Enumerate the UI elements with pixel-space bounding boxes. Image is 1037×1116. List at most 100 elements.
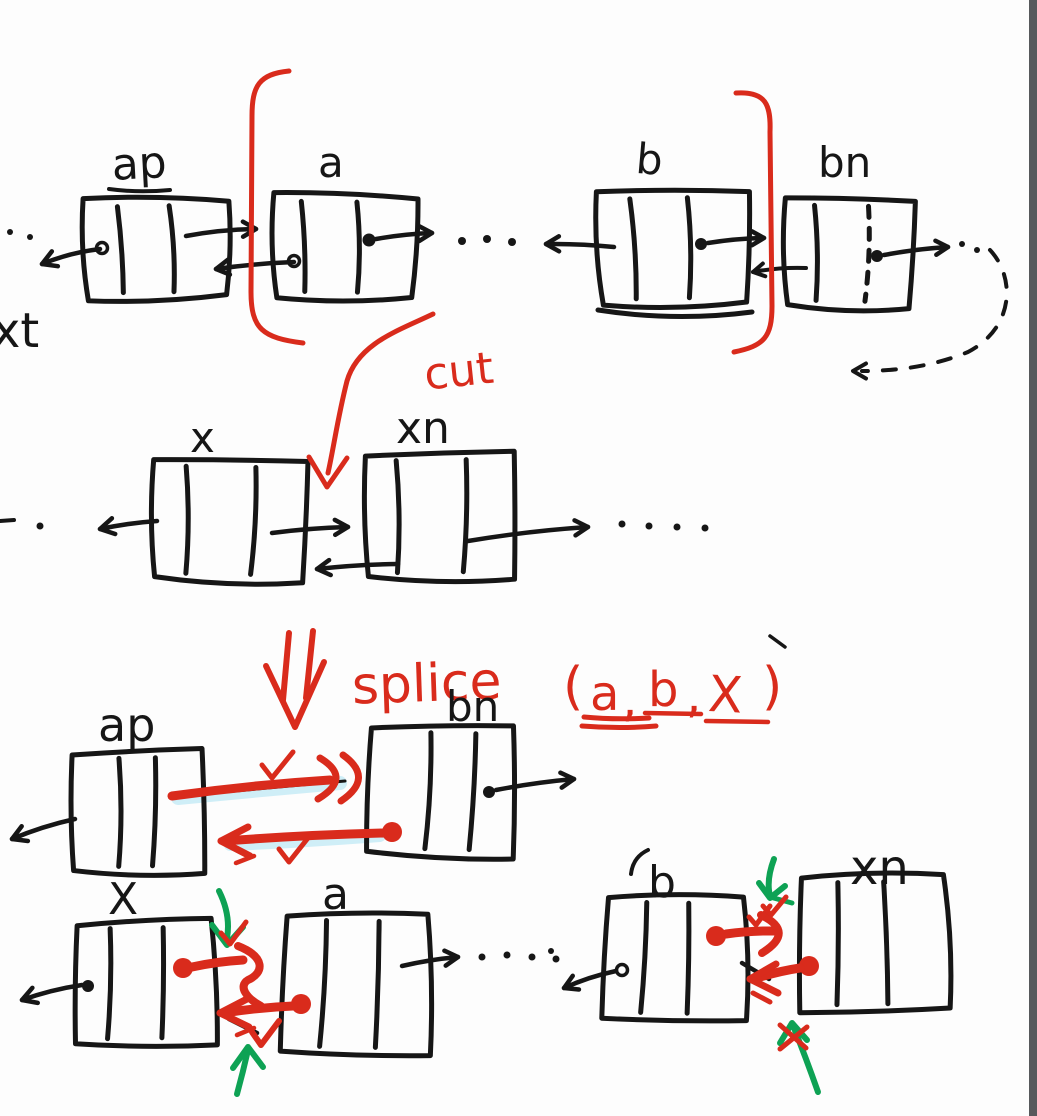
green-down-hook-arrow	[765, 856, 777, 899]
red-bracket-left	[248, 68, 306, 346]
arg-b-underline	[642, 710, 704, 717]
circular-wrap-arrow-head	[851, 361, 868, 381]
node-b-top-stroke	[684, 195, 694, 301]
b-node-bottom-stroke	[595, 307, 755, 320]
node-a-result-stroke	[317, 917, 330, 1049]
node-b-result-stroke	[684, 900, 692, 1016]
label-ap-result: ap	[98, 698, 155, 752]
node-bn-result-stroke	[466, 731, 479, 853]
new-x-next-origin	[173, 958, 193, 978]
ellipsis-dot	[673, 523, 681, 531]
label-xn-result: xn	[850, 840, 909, 896]
label-splice-comma2: ,	[686, 668, 701, 724]
node-xn-result-stroke	[834, 880, 841, 1008]
red-x-mark	[777, 1024, 810, 1052]
window-edge-bar	[1029, 0, 1037, 1116]
node-ap-result-stroke	[116, 755, 124, 869]
node-x-result-stroke	[105, 926, 114, 1042]
node-x-result-stroke	[72, 915, 220, 1049]
node-x-mid	[148, 457, 311, 587]
label-x-result: X	[108, 874, 138, 925]
node-a-top	[269, 190, 421, 304]
result-bn-next-origin	[483, 786, 495, 798]
node-ap-top-stroke	[79, 194, 233, 304]
node-xn-mid	[361, 448, 518, 585]
new-xn-prev-arrow-head	[746, 975, 782, 997]
new-a-prev-arrow-head	[216, 1009, 253, 1031]
circular-wrap-dashed-arrow	[860, 248, 1009, 373]
node-ap-result	[68, 746, 208, 878]
label-splice-paren-close: )	[762, 657, 782, 717]
node-xn-mid-stroke	[393, 458, 402, 576]
ellipsis-dot	[36, 522, 44, 530]
new-b-next-arrow	[721, 926, 781, 939]
drawing-strokes	[0, 68, 1009, 1097]
label-x-mid: x	[190, 413, 215, 462]
xn-next-arrow	[465, 524, 591, 544]
drawing-labels: ap a b bn xt cut x xn splice ( a , b , X…	[0, 134, 909, 925]
new-a-prev-arrow	[219, 1001, 298, 1018]
red-check-icon	[259, 749, 296, 781]
ellipsis-dot	[552, 955, 560, 963]
new-b-next-arrow-head	[757, 911, 783, 957]
node-bn-result	[364, 723, 518, 862]
new-xn-prev-origin	[799, 956, 819, 976]
a-next-arrow	[373, 230, 435, 242]
node-x-mid-stroke	[148, 457, 311, 587]
new-bn-prev-arrow	[219, 828, 389, 846]
x-prev-arrow	[97, 518, 160, 532]
label-partial-xt: xt	[0, 303, 39, 359]
new-ap-next-arrow	[167, 775, 335, 801]
a-next-arrow-head	[416, 223, 435, 244]
new-bn-prev-arrow-head	[217, 837, 254, 860]
label-a-top: a	[318, 138, 344, 187]
new-xn-prev-arrow-head	[746, 960, 780, 983]
ellipsis-dot	[503, 951, 511, 959]
xn-prev-arrow-head	[314, 557, 333, 578]
splice-double-arrow-head	[263, 659, 327, 730]
new-ap-next-arrow-head	[337, 751, 362, 805]
ellipsis-dot	[528, 953, 536, 961]
green-up-arrow	[234, 1047, 251, 1097]
label-splice-arg-a: a	[590, 666, 619, 722]
green-up-arrow-head	[230, 1044, 266, 1071]
label-splice-comma1: ,	[622, 672, 637, 728]
label-splice-fn: splice	[351, 651, 503, 716]
result-ap-prev-arrow	[9, 816, 78, 842]
node-b-top	[593, 187, 753, 311]
node-x-mid-stroke	[183, 463, 191, 576]
label-bn-result: bn	[446, 682, 499, 731]
node-bn-result-stroke	[422, 730, 434, 852]
node-b-result-stroke	[638, 899, 650, 1015]
ellipsis-dot	[701, 524, 709, 532]
green-up-arrow-head	[777, 1020, 810, 1046]
label-bn-top: bn	[818, 138, 871, 187]
result-a-next-arrow	[399, 954, 461, 969]
node-ap-top-stroke	[114, 204, 126, 296]
xn-next-arrow-head	[572, 518, 591, 538]
node-b-top-stroke	[593, 187, 753, 311]
bn-prev-arrow-head	[751, 261, 768, 279]
result-x-prev-origin	[82, 980, 94, 992]
node-a-result-stroke	[372, 918, 382, 1050]
ellipsis-dot	[478, 953, 486, 961]
label-splice-paren-open: (	[563, 657, 583, 717]
green-down-arrow	[216, 888, 231, 941]
node-bn-top-stroke	[862, 203, 872, 304]
node-xn-result	[796, 870, 954, 1016]
new-a-prev-arrow-head	[216, 995, 251, 1017]
cut-arrow-head	[306, 454, 350, 490]
label-splice-arg-x: X	[707, 665, 744, 725]
ellipsis-dot	[27, 234, 33, 240]
node-bn-top-stroke	[812, 202, 820, 303]
b-label-tick	[629, 848, 650, 876]
new-bn-prev-origin	[382, 822, 402, 842]
node-a-top-stroke	[269, 190, 421, 304]
node-xn-result-stroke	[796, 870, 954, 1016]
bn-next-arrow	[881, 244, 951, 258]
label-xn-mid: xn	[396, 403, 450, 454]
b-next-origin	[695, 238, 707, 250]
result-x-prev-arrow-head	[19, 985, 40, 1006]
new-ap-next-arrow-head	[314, 754, 340, 803]
